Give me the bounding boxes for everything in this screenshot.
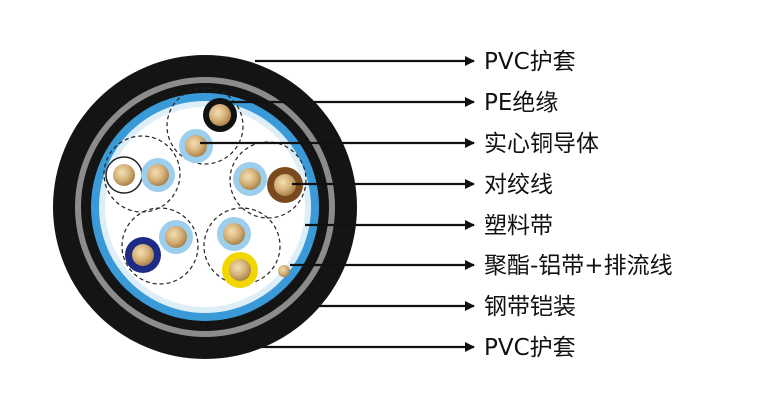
conductors <box>105 98 303 288</box>
label-pe-insulation: PE绝缘 <box>484 90 558 116</box>
pair-outline-bottom-left <box>121 207 199 285</box>
copper-conductor <box>239 168 261 190</box>
layer-labels: PVC护套 PE绝缘 实心铜导体 对绞线 塑料带 聚酯-铝带+排流线 钢带铠装 … <box>484 49 673 361</box>
copper-conductor <box>274 174 296 196</box>
pair-outline-top <box>166 87 244 165</box>
label-twisted-pair: 对绞线 <box>484 172 553 198</box>
copper-conductor <box>165 226 187 248</box>
pointer-lines <box>200 56 475 352</box>
drain-wire <box>278 265 290 277</box>
copper-conductor <box>147 164 169 186</box>
label-outer-pvc-sheath: PVC护套 <box>484 49 576 75</box>
label-plastic-tape: 塑料带 <box>484 213 553 239</box>
label-steel-tape-armor: 钢带铠装 <box>484 294 576 320</box>
copper-conductor <box>113 164 135 186</box>
label-solid-copper-conductor: 实心铜导体 <box>484 131 599 157</box>
copper-conductor <box>229 259 251 281</box>
label-polyester-aluminum-drain: 聚酯-铝带+排流线 <box>484 253 673 279</box>
label-inner-pvc-sheath: PVC护套 <box>484 335 576 361</box>
copper-conductor <box>185 135 207 157</box>
cable-layers <box>53 55 357 359</box>
copper-conductor <box>209 104 231 126</box>
copper-conductor <box>132 244 154 266</box>
copper-conductor <box>223 223 245 245</box>
pair-outline-left <box>103 135 181 213</box>
